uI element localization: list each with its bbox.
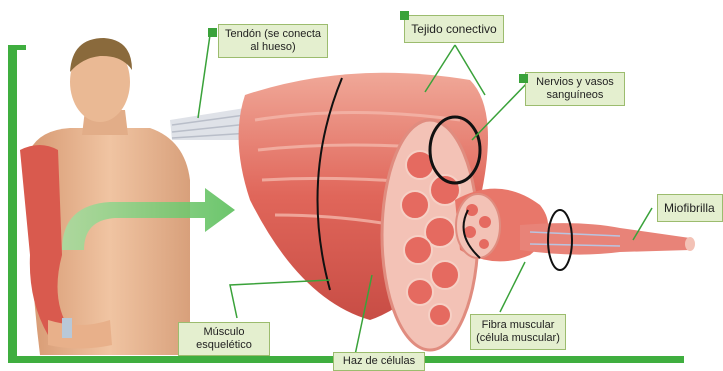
label-nervios-tab: [519, 74, 528, 83]
label-tejido-conectivo: Tejido conectivo: [404, 15, 504, 43]
wrist-band: [62, 318, 72, 338]
label-tendon-tab: [208, 28, 217, 37]
human-figure: [20, 38, 190, 355]
label-miofibrilla: Miofibrilla: [657, 194, 723, 222]
tendon: [170, 108, 250, 140]
muscle-fiber: [520, 223, 690, 254]
label-tejido-tab: [400, 11, 409, 20]
label-musculo: Músculo esquelético: [178, 322, 270, 356]
label-nervios: Nervios y vasos sanguíneos: [525, 72, 625, 106]
label-tendon: Tendón (se conecta al hueso): [218, 24, 328, 58]
label-haz: Haz de células: [333, 352, 425, 371]
label-fibra: Fibra muscular (célula muscular): [470, 314, 566, 350]
